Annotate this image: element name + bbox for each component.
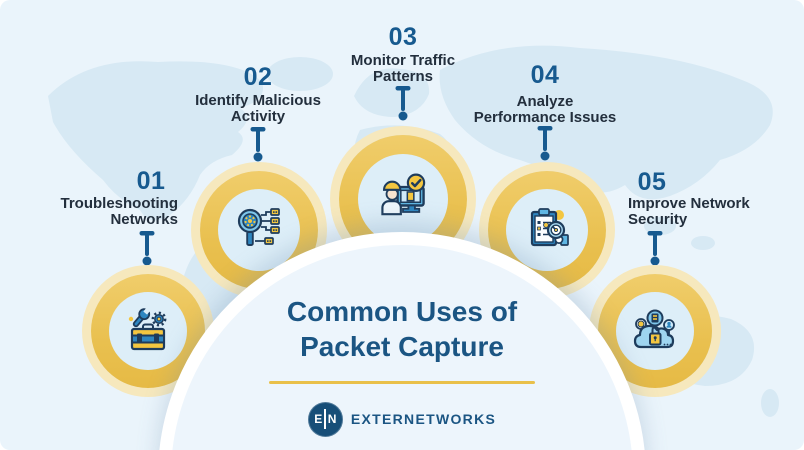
- toolbox-icon: [128, 307, 167, 351]
- connector-pin-icon: [139, 231, 155, 266]
- step-number-02: 02: [243, 63, 273, 91]
- medallion-improve-network-security: [598, 274, 712, 388]
- externetworks-logo-icon: E N: [307, 401, 343, 437]
- brand-logo: E N EXTERNETWORKS: [302, 400, 502, 438]
- connector-pin-icon: [250, 127, 266, 162]
- clipboard-analysis-icon: [530, 208, 569, 247]
- step-number-03: 03: [388, 23, 418, 51]
- brand-name: EXTERNETWORKS: [350, 411, 497, 427]
- operator-monitor-icon: [381, 173, 426, 216]
- page-title: Common Uses of Packet Capture: [286, 296, 518, 362]
- step-number-04: 04: [530, 61, 560, 89]
- step-number-05: 05: [637, 168, 667, 196]
- step-label-02: Identify Malicious Activity: [195, 92, 321, 125]
- cloud-lock-icon: [633, 309, 675, 349]
- step-label-04: Analyze Performance Issues: [473, 93, 617, 126]
- connector-pin-icon: [647, 231, 663, 266]
- title-underline: [269, 381, 535, 384]
- step-label-03: Monitor Traffic Patterns: [350, 52, 456, 85]
- step-label-01: Troubleshooting Networks: [60, 195, 179, 228]
- step-label-05: Improve Network Security: [628, 195, 750, 228]
- connector-pin-icon: [395, 86, 411, 121]
- connector-pin-icon: [537, 126, 553, 161]
- step-number-01: 01: [136, 167, 166, 195]
- magnifier-network-icon: [237, 208, 280, 246]
